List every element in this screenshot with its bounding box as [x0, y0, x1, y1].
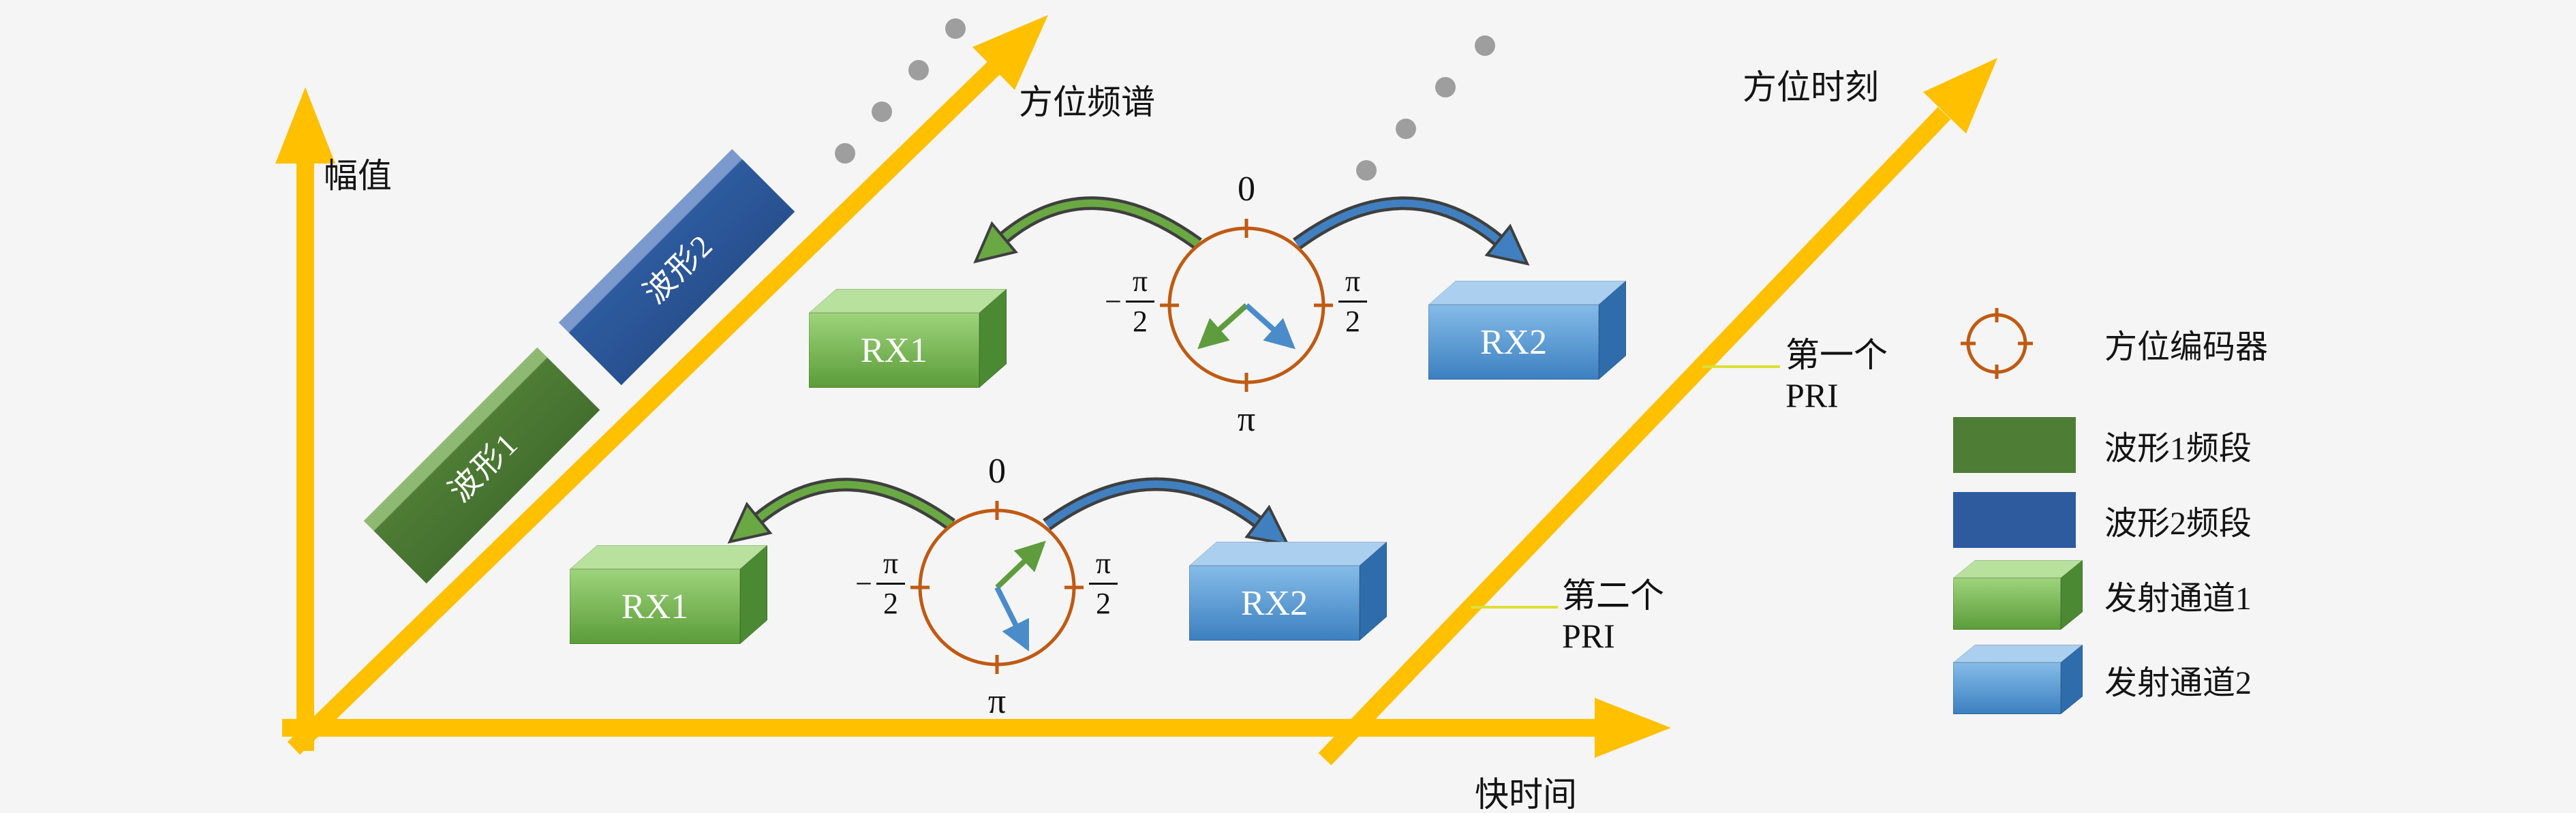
rx2-label-pri1: RX2 [1479, 322, 1548, 362]
fast-time-axis-label: 快时间 [1475, 776, 1577, 813]
encoder1-blue-phase-arrow [1244, 303, 1295, 350]
fast-time-axis-arrowhead [1595, 698, 1671, 758]
fraction-bar [876, 582, 905, 585]
amplitude-axis-label: 幅值 [324, 157, 392, 195]
legend-label-tx-channel2: 发射通道2 [2104, 665, 2252, 701]
fraction-bar [1089, 582, 1118, 585]
rx1-box-pri1: RX1 [809, 288, 1007, 388]
ellipsis-dots-right [1356, 35, 1495, 181]
pri1-blue-curved-arrow [1293, 196, 1530, 266]
rx1-label-pri2: RX1 [621, 587, 689, 626]
box-top-face [570, 545, 767, 569]
box-top-face [1189, 542, 1387, 566]
frac-denominator: 2 [1345, 304, 1360, 338]
legend-label-encoder: 方位编码器 [2104, 329, 2269, 365]
pri1-green-curved-arrow [973, 196, 1202, 264]
legend-label-waveform1-band: 波形1频段 [2104, 431, 2252, 467]
box-front-face: RX2 [1189, 566, 1360, 641]
encoder1-label-half-pi: π 2 [1338, 265, 1367, 337]
azimuth-time-axis [1318, 58, 1997, 765]
encoder2-green-phase-arrow [995, 540, 1046, 589]
encoder1-tick-marks [1160, 219, 1333, 392]
box-front-face: RX2 [1428, 305, 1599, 380]
encoder2-label-pi: π [987, 682, 1007, 721]
frac-numerator: π [883, 547, 899, 580]
azimuth-encoder-pri1 [1160, 219, 1333, 392]
box-front-face: RX1 [570, 569, 740, 644]
box-top-face [1428, 281, 1626, 305]
waveform1-band-swatch [1953, 417, 2076, 473]
legend-item-waveform2-band: 波形2频段 [1953, 492, 2252, 548]
legend-item-azimuth-encoder: 方位编码器 [1953, 308, 2268, 379]
box-front-face: RX1 [809, 313, 979, 388]
pri2-blue-curved-arrow [1043, 477, 1290, 547]
rx1-label-pri1: RX1 [860, 331, 928, 370]
pri1-label-line1: 第一个 [1785, 336, 1888, 374]
pri1-label-line2: PRI [1785, 376, 1839, 414]
fraction-bar [1338, 300, 1367, 303]
legend-item-tx-channel2: 发射通道2 [1953, 645, 2252, 714]
azimuth-spectrum-axis [287, 15, 1048, 755]
rx2-box-pri2: RX2 [1189, 541, 1387, 641]
encoder2-tick-marks [910, 501, 1084, 674]
box-top-face [809, 289, 1007, 313]
encoder1-phase-arrows [1197, 303, 1295, 350]
tx-channel1-box-icon [1953, 560, 2083, 630]
rx1-box-pri2: RX1 [570, 544, 767, 644]
encoder1-label-neg-half-pi: − π 2 [1069, 265, 1154, 337]
encoder1-label-pi: π [1237, 400, 1256, 439]
frac-numerator: π [1095, 547, 1111, 580]
frac-denominator: 2 [1096, 586, 1111, 620]
pri2-label-line2: PRI [1562, 617, 1615, 655]
azimuth-encoder-pri2 [910, 501, 1084, 674]
rx2-label-pri2: RX2 [1240, 583, 1308, 623]
amplitude-axis-arrowhead [275, 87, 335, 164]
azimuth-time-axis-label: 方位时刻 [1743, 68, 1879, 106]
frac-denominator: 2 [1133, 304, 1148, 338]
encoder1-green-phase-arrow [1197, 303, 1248, 350]
azimuth-time-axis-arrowhead [1923, 58, 1997, 134]
minus-sign: − [1105, 284, 1122, 318]
waveform2-band-swatch [1953, 492, 2076, 548]
encoder1-label-zero: 0 [1238, 170, 1255, 209]
ellipsis-dots-left [835, 18, 966, 164]
pri1-label: 第一个 PRI [1785, 335, 1888, 416]
legend-item-waveform1-band: 波形1频段 [1953, 417, 2252, 473]
box-front-face [1953, 578, 2061, 630]
pri2-label: 第二个 PRI [1562, 576, 1664, 656]
frac-numerator: π [1132, 264, 1148, 298]
box-front-face [1953, 662, 2061, 714]
azimuth-spectrum-axis-label: 方位频谱 [1019, 83, 1155, 121]
frac-denominator: 2 [883, 586, 898, 620]
encoder2-label-zero: 0 [988, 452, 1006, 491]
encoder2-label-half-pi: π 2 [1089, 547, 1118, 619]
encoder2-label-neg-half-pi: − π 2 [819, 547, 905, 619]
fraction-bar [1126, 300, 1154, 303]
pri2-label-line1: 第二个 [1562, 577, 1664, 615]
frac-numerator: π [1345, 264, 1361, 298]
legend-label-tx-channel1: 发射通道1 [2104, 581, 2252, 617]
encoder2-blue-phase-arrow [994, 586, 1030, 651]
azimuth-encoder-icon [1961, 308, 2033, 379]
encoder2-phase-arrows [994, 540, 1046, 651]
legend-label-waveform2-band: 波形2频段 [2104, 506, 2252, 542]
tx-channel2-box-icon [1953, 645, 2083, 714]
rx2-box-pri1: RX2 [1428, 280, 1626, 380]
fast-time-axis [282, 698, 1671, 758]
pri2-green-curved-arrow [727, 478, 955, 544]
minus-sign: − [855, 566, 872, 600]
azimuth-spectrum-axis-arrowhead [972, 15, 1048, 90]
legend-item-tx-channel1: 发射通道1 [1953, 560, 2252, 630]
amplitude-axis [275, 87, 335, 751]
